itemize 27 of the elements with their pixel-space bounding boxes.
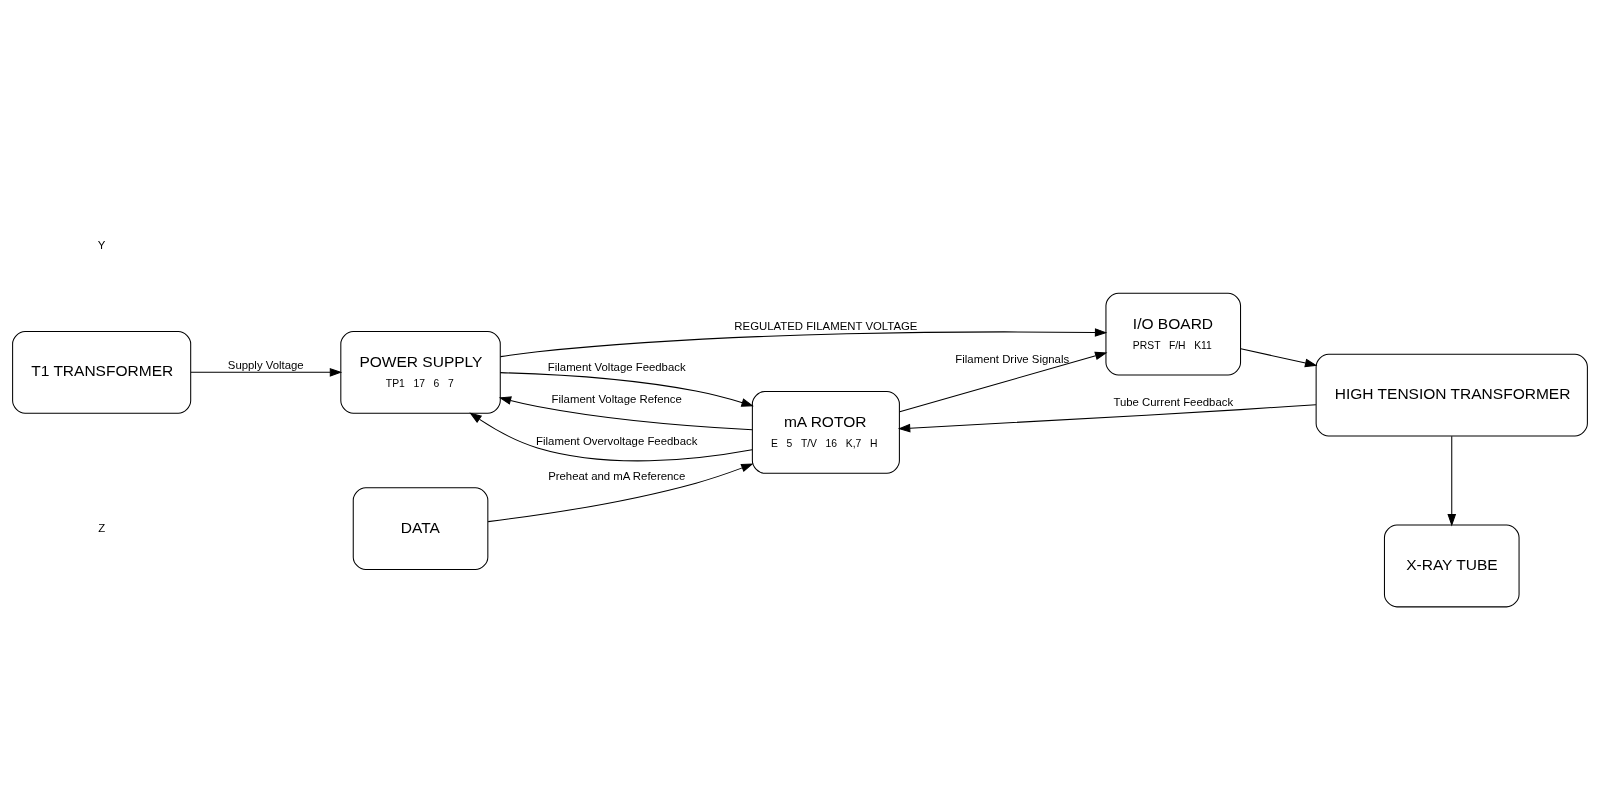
arrow [897, 403, 1317, 432]
label: Y [97, 238, 106, 251]
node-box: mA ROTOR E 5 T/V 16 K,7 H [751, 390, 900, 474]
node-box: T1 TRANSFORMER [12, 330, 192, 414]
arrow [1447, 435, 1457, 526]
edge-label: Preheat and mA Reference [548, 469, 686, 482]
edge-label: REGULATED FILAMENT VOLTAGE [734, 319, 918, 332]
label: Z [98, 521, 106, 534]
node-box: HIGH TENSION TRANSFORMER [1315, 353, 1588, 437]
node-box: DATA [352, 486, 489, 570]
arrow [499, 371, 754, 407]
arrow [1240, 347, 1318, 367]
node-box: X-RAY TUBE [1383, 524, 1520, 607]
arrow [190, 367, 343, 377]
edge-label: Supply Voltage [227, 358, 304, 371]
edge-label: Tube Current Feedback [1113, 395, 1234, 408]
arrow [469, 411, 753, 461]
edge-label: Filament Voltage Feedback [547, 360, 686, 373]
edge-label: Filament Drive Signals [955, 352, 1070, 365]
edge-label: Filament Overvoltage Feedback [536, 434, 698, 447]
arrow [498, 395, 753, 430]
arrow [487, 463, 754, 522]
arrow [899, 351, 1108, 412]
node-box: I/O BOARD PRST F/H K11 [1105, 292, 1242, 375]
node-box: POWER SUPPLY TP1 17 6 7 [340, 330, 501, 414]
arrow [500, 327, 1108, 357]
edge-label: Filament Voltage Refence [551, 392, 682, 405]
